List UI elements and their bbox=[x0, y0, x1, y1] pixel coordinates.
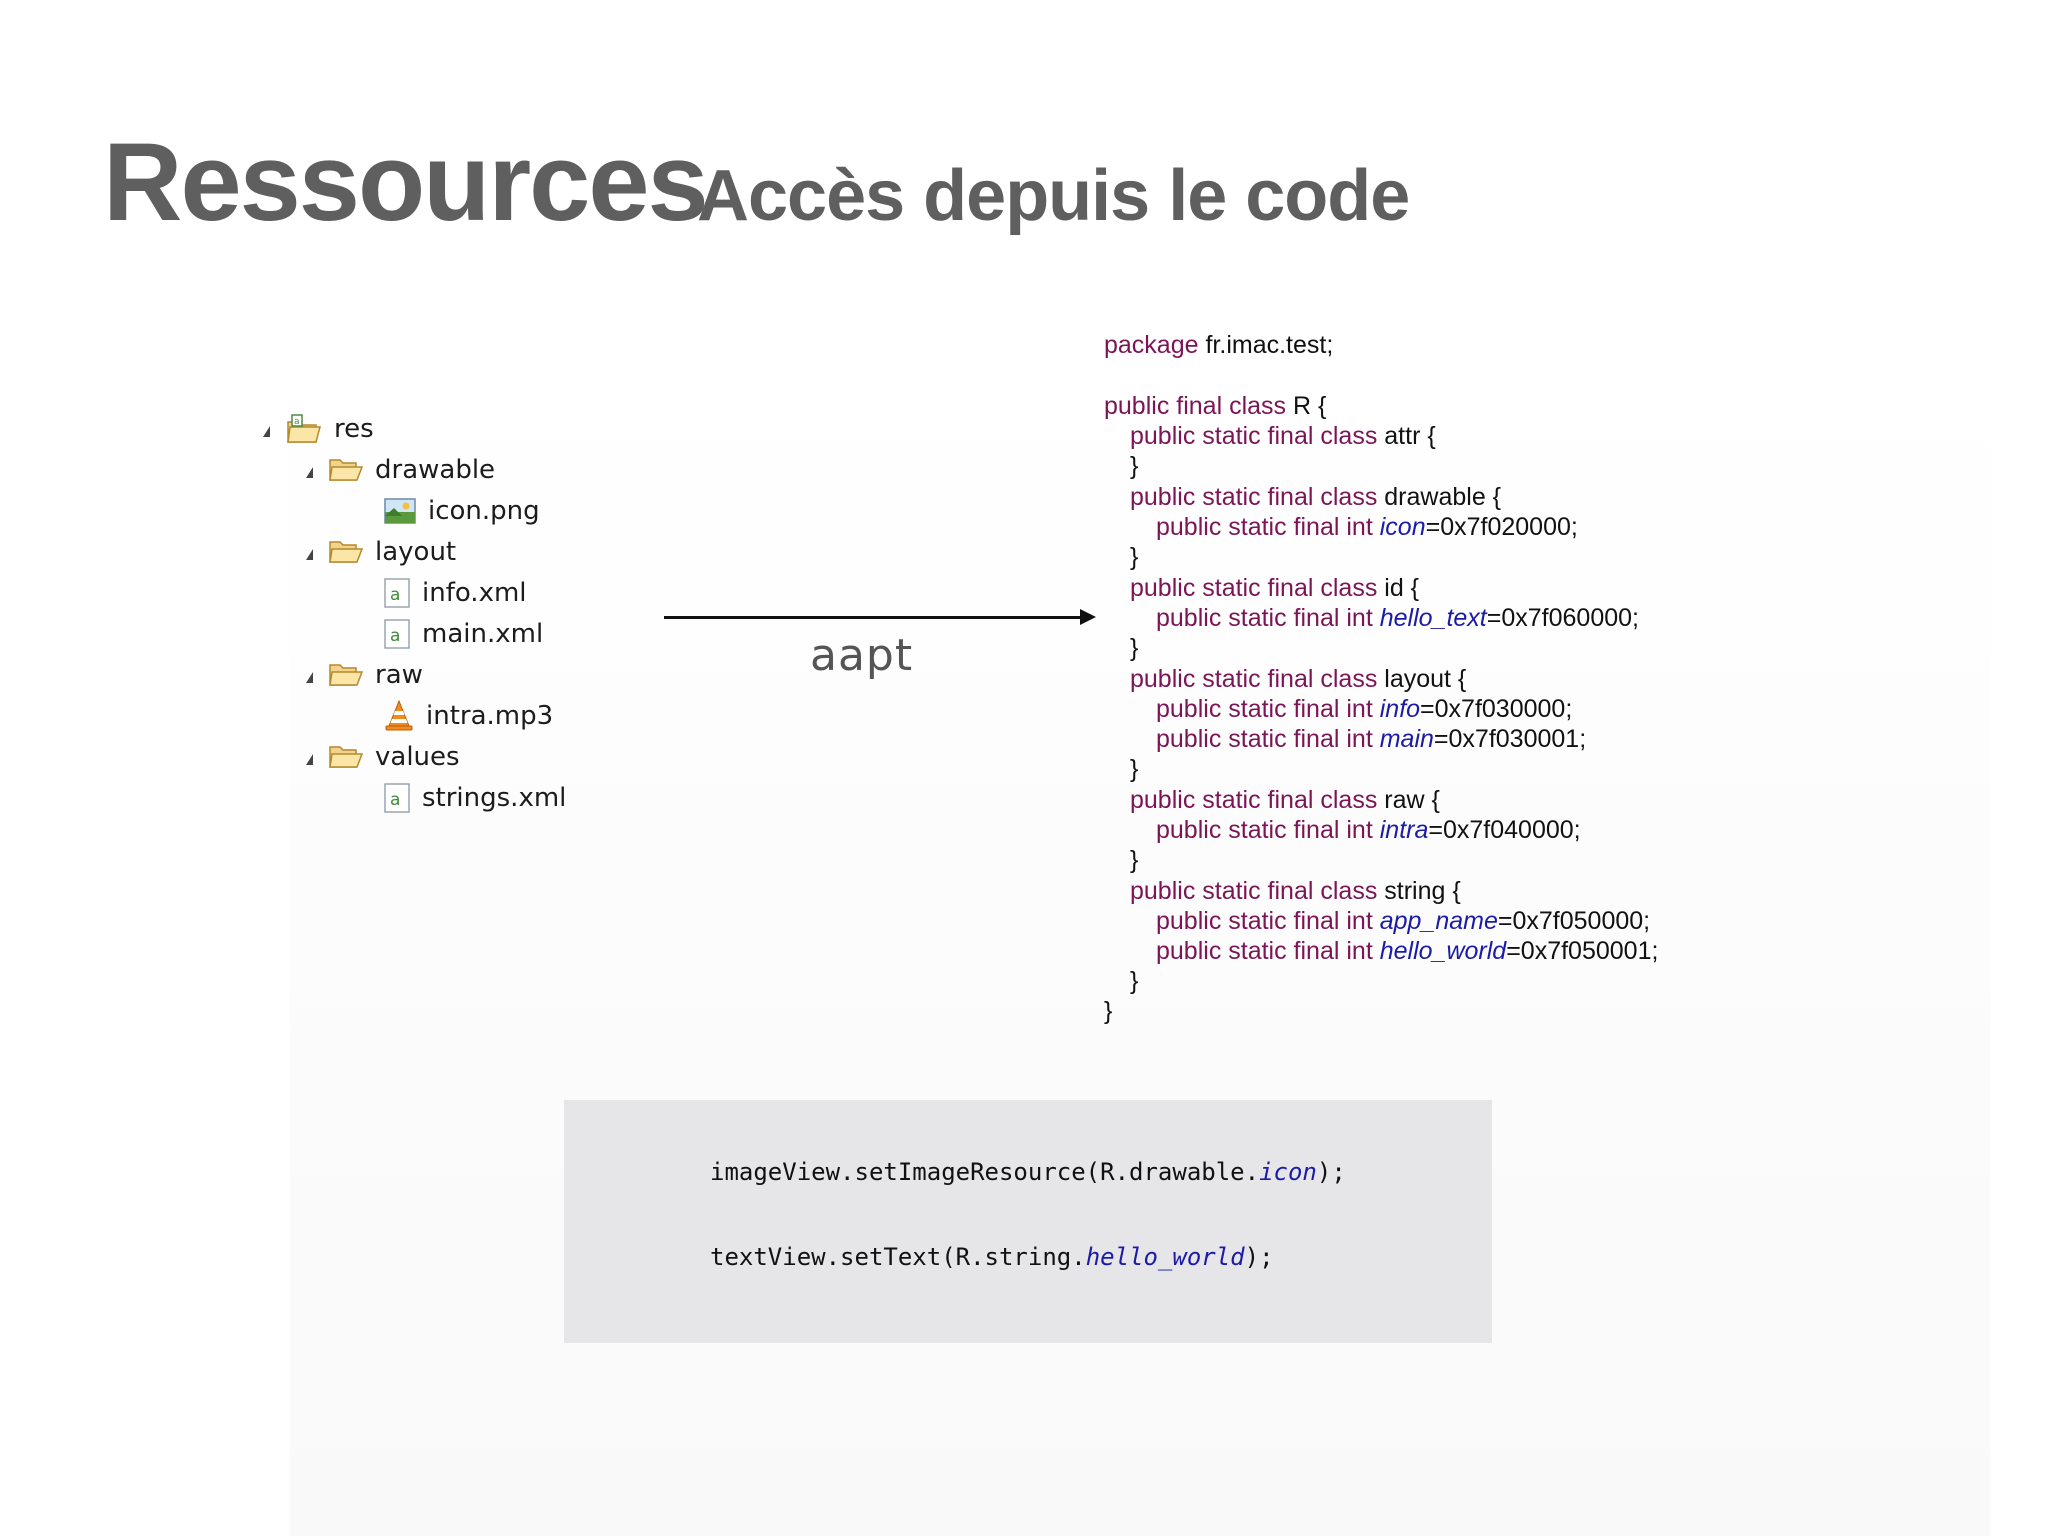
code-line: public static final int app_name=0x7f050… bbox=[1156, 907, 1651, 935]
tree-item-values[interactable]: values bbox=[306, 738, 460, 776]
tree-item-drawable[interactable]: drawable bbox=[306, 451, 495, 489]
tree-label-main-xml: main.xml bbox=[422, 619, 544, 649]
code-line: public static final int hello_world=0x7f… bbox=[1156, 937, 1659, 965]
vlc-cone-icon bbox=[385, 700, 413, 731]
tree-label-values: values bbox=[375, 742, 460, 772]
code-line: public static final class drawable { bbox=[1130, 483, 1502, 511]
tree-label-icon-png: icon.png bbox=[428, 496, 540, 526]
code-line: public static final class string { bbox=[1130, 877, 1461, 905]
expand-triangle-icon[interactable] bbox=[306, 671, 313, 683]
tree-item-res[interactable]: a res bbox=[263, 410, 374, 448]
tree-item-strings-xml[interactable]: a strings.xml bbox=[384, 779, 566, 817]
tree-label-raw: raw bbox=[375, 660, 423, 690]
code-line: } bbox=[1130, 543, 1139, 571]
arrow-head-icon bbox=[1080, 609, 1096, 625]
folder-open-icon bbox=[329, 459, 363, 481]
code-line: public static final int icon=0x7f020000; bbox=[1156, 513, 1578, 541]
tree-label-drawable: drawable bbox=[375, 455, 496, 485]
xml-file-icon: a bbox=[384, 578, 410, 608]
folder-open-icon bbox=[329, 746, 363, 768]
svg-text:a: a bbox=[390, 626, 400, 646]
expand-triangle-icon[interactable] bbox=[263, 425, 270, 437]
code-line: public final class R { bbox=[1104, 392, 1327, 420]
code-line: } bbox=[1130, 634, 1139, 662]
code-line: public static final class attr { bbox=[1130, 422, 1436, 450]
code-line: package fr.imac.test; bbox=[1104, 331, 1334, 359]
tree-label-info-xml: info.xml bbox=[422, 578, 527, 608]
aapt-label: aapt bbox=[810, 630, 914, 681]
tree-item-main-xml[interactable]: a main.xml bbox=[384, 615, 543, 653]
tree-item-layout[interactable]: layout bbox=[306, 533, 456, 571]
svg-text:a: a bbox=[390, 585, 400, 605]
tree-label-strings-xml: strings.xml bbox=[422, 783, 567, 813]
tree-label-layout: layout bbox=[375, 537, 457, 567]
code-line: } bbox=[1130, 846, 1139, 874]
resource-folder-icon: a bbox=[287, 414, 321, 443]
code-line: public static final class id { bbox=[1130, 574, 1420, 602]
xml-file-icon: a bbox=[384, 619, 410, 649]
code-line: public static final int intra=0x7f040000… bbox=[1156, 816, 1581, 844]
code-line: } bbox=[1130, 755, 1139, 783]
svg-text:a: a bbox=[294, 417, 300, 427]
code-line: public static final int info=0x7f030000; bbox=[1156, 695, 1573, 723]
code-line: public static final int main=0x7f030001; bbox=[1156, 725, 1587, 753]
tree-item-intra-mp3[interactable]: intra.mp3 bbox=[384, 697, 553, 735]
usage-line-image: imageView.setImageResource(R.drawable.ic… bbox=[710, 1158, 1346, 1186]
expand-triangle-icon[interactable] bbox=[306, 753, 313, 765]
content-background bbox=[290, 380, 1990, 1536]
code-line: } bbox=[1130, 967, 1139, 995]
svg-text:a: a bbox=[390, 790, 400, 810]
folder-open-icon bbox=[329, 541, 363, 563]
expand-triangle-icon[interactable] bbox=[306, 466, 313, 478]
aapt-arrow-line bbox=[664, 616, 1084, 619]
code-line: public static final class layout { bbox=[1130, 665, 1467, 693]
slide-title: Ressources bbox=[103, 121, 709, 244]
tree-item-icon-png[interactable]: icon.png bbox=[384, 492, 540, 530]
usage-code-box: imageView.setImageResource(R.drawable.ic… bbox=[564, 1100, 1492, 1343]
slide-subtitle: Accès depuis le code bbox=[697, 156, 1410, 236]
expand-triangle-icon[interactable] bbox=[306, 548, 313, 560]
code-line: public static final int hello_text=0x7f0… bbox=[1156, 604, 1639, 632]
usage-line-text: textView.setText(R.string.hello_world); bbox=[710, 1243, 1274, 1271]
code-line: } bbox=[1130, 452, 1139, 480]
folder-open-icon bbox=[329, 664, 363, 686]
code-line: public static final class raw { bbox=[1130, 786, 1440, 814]
tree-item-info-xml[interactable]: a info.xml bbox=[384, 574, 527, 612]
tree-label-intra-mp3: intra.mp3 bbox=[426, 701, 554, 731]
xml-file-icon: a bbox=[384, 783, 410, 813]
code-line: } bbox=[1104, 997, 1113, 1025]
image-file-icon bbox=[384, 498, 416, 524]
tree-label-res: res bbox=[334, 414, 374, 444]
tree-item-raw[interactable]: raw bbox=[306, 656, 423, 694]
